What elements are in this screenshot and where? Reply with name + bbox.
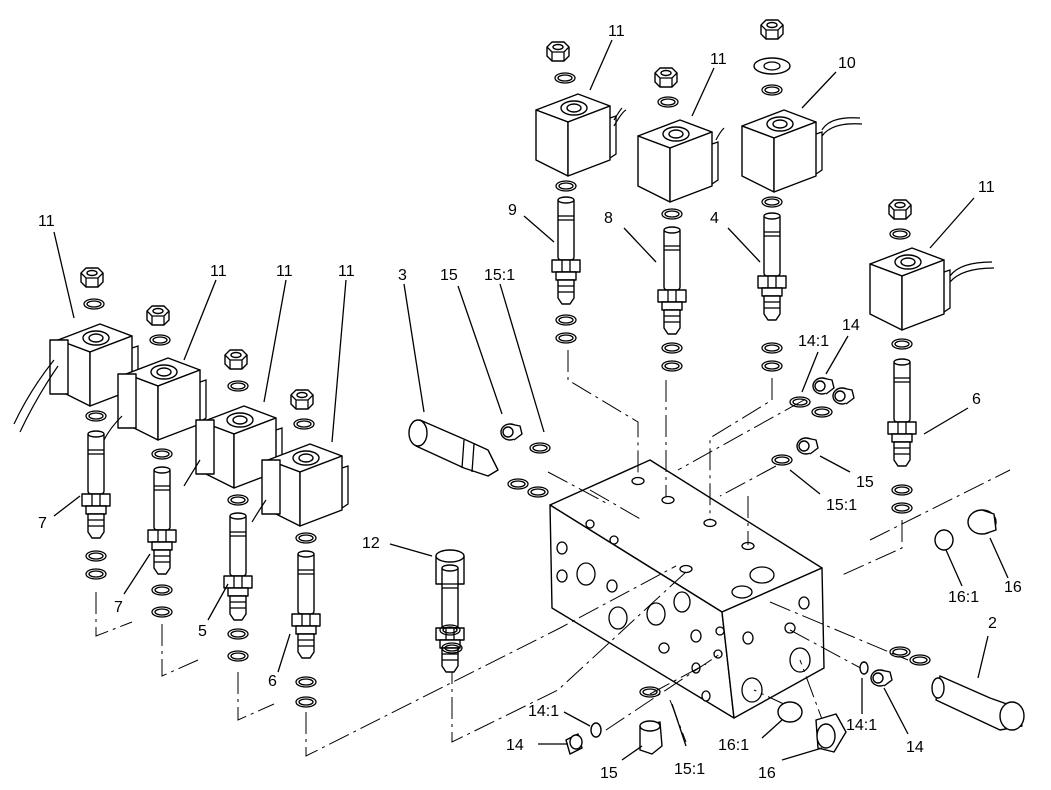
callout-8: 8 [604, 210, 613, 227]
cartridge-valve-3 [408, 419, 549, 498]
valve-assembly-6-right [869, 199, 995, 514]
plug-14-top [789, 377, 855, 418]
callout-6: 6 [268, 673, 277, 690]
callout-14-1: 14:1 [846, 717, 877, 734]
callout-14-1: 14:1 [528, 703, 559, 720]
valve-assembly-7-a [13, 267, 139, 580]
valve-assembly-8 [637, 67, 725, 372]
callout-16: 16 [1004, 579, 1022, 596]
callout-7: 7 [114, 599, 123, 616]
callout-11: 11 [38, 213, 55, 230]
valve-assembly-6-left [251, 389, 349, 708]
callout-11: 11 [710, 51, 727, 68]
callout-14: 14 [506, 737, 524, 754]
callout-16-1: 16:1 [948, 589, 979, 606]
callout-11: 11 [978, 179, 995, 196]
valve-assembly-4 [741, 19, 863, 372]
callout-16: 16 [758, 765, 776, 782]
relief-valve-12 [435, 549, 465, 673]
callout-5: 5 [198, 623, 207, 640]
callout-11: 11 [210, 263, 227, 280]
callout-11: 11 [338, 263, 355, 280]
plug-14-bottom [565, 722, 602, 755]
callout-15-1: 15:1 [484, 267, 515, 284]
callout-15: 15 [856, 474, 874, 491]
plug-16-bottom [777, 701, 847, 753]
callout-9: 9 [508, 202, 517, 219]
callout-11: 11 [608, 23, 625, 40]
callout-10: 10 [838, 55, 856, 72]
callout-11: 11 [276, 263, 293, 280]
valve-assembly-7-b [103, 305, 207, 618]
callout-14: 14 [906, 739, 924, 756]
valve-assembly-5 [183, 349, 283, 662]
callout-3: 3 [398, 267, 407, 284]
callout-14: 14 [842, 317, 860, 334]
callout-15-1: 15:1 [674, 761, 705, 778]
leader-lines [53, 39, 1009, 761]
callout-14-1: 14:1 [798, 333, 829, 350]
plug-15-bottom [639, 686, 663, 755]
callout-15: 15 [440, 267, 458, 284]
manifold-block [549, 459, 825, 719]
callout-16-1: 16:1 [718, 737, 749, 754]
plug-15-right [771, 437, 819, 466]
callout-4: 4 [710, 210, 719, 227]
cartridge-valve-2 [889, 646, 1025, 731]
callout-6: 6 [972, 391, 981, 408]
plug-16-right [934, 509, 997, 551]
callout-15: 15 [600, 765, 618, 782]
callout-15-1: 15:1 [826, 497, 857, 514]
plug-14-right [859, 661, 893, 687]
valve-assembly-9 [535, 41, 627, 344]
callout-7: 7 [38, 515, 47, 532]
callout-2: 2 [988, 615, 997, 632]
assembly-centerlines [95, 350, 1011, 757]
callout-12: 12 [362, 535, 380, 552]
callout-labels: 11 11 10 9 8 4 11 11 11 11 11 3 15 15:1 … [38, 23, 1022, 782]
